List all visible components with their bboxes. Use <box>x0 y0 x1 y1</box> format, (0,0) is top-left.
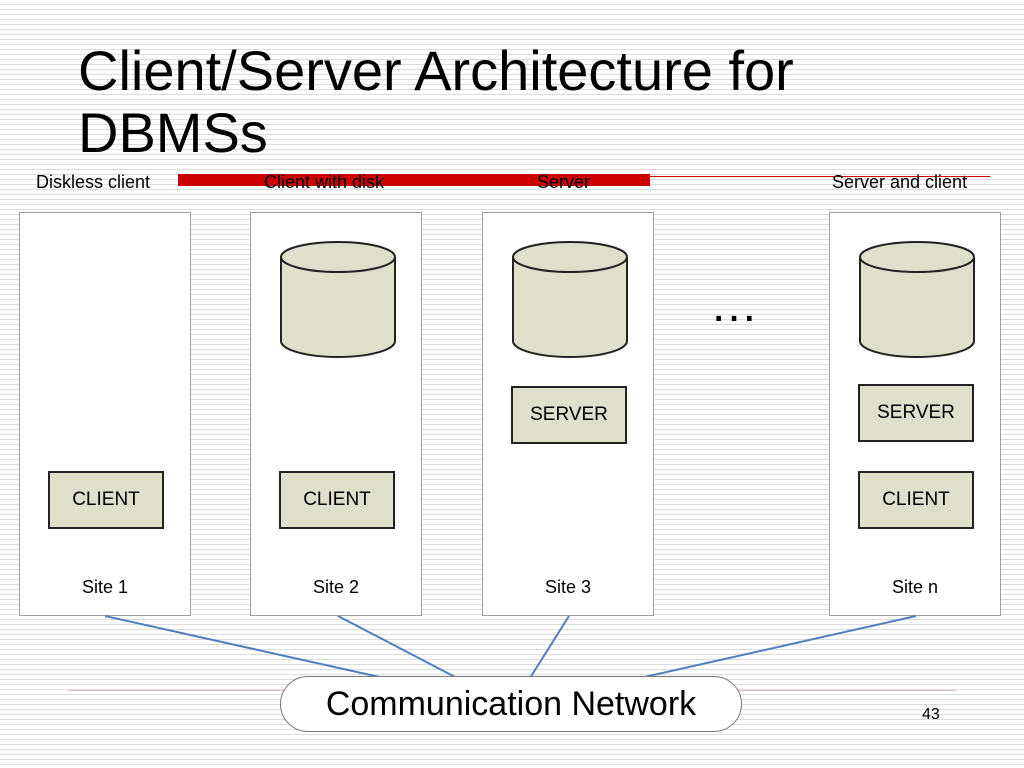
link-site-2 <box>337 615 458 679</box>
site-box-n: SERVER CLIENT Site n <box>829 212 1001 616</box>
database-disk-icon <box>280 241 396 358</box>
site-label: Site 3 <box>544 577 592 597</box>
link-site-n <box>639 615 917 679</box>
link-site-1 <box>104 615 385 679</box>
page-number: 43 <box>922 706 940 723</box>
client-module-box: CLIENT <box>279 471 395 529</box>
database-disk-icon <box>859 241 975 358</box>
database-disk-icon <box>512 241 628 358</box>
more-sites-ellipsis: ... <box>712 279 759 332</box>
site-box-1: CLIENT Site 1 <box>19 212 191 616</box>
title-underline-thin <box>650 176 990 177</box>
site-box-2: CLIENT Site 2 <box>250 212 422 616</box>
site-label: Site 1 <box>81 577 129 597</box>
column-label-client-with-disk: Client with disk <box>264 172 385 192</box>
site-label: Site n <box>891 577 939 597</box>
column-label-server-and-client: Server and client <box>832 172 968 192</box>
site-box-3: SERVER Site 3 <box>482 212 654 616</box>
site-label: Site 2 <box>312 577 360 597</box>
slide-title: Client/Server Architecture for DBMSs <box>78 39 794 164</box>
link-site-3 <box>529 615 570 679</box>
client-module-box: CLIENT <box>858 471 974 529</box>
column-label-server: Server <box>537 172 591 192</box>
title-underline-accent <box>178 174 650 186</box>
client-module-box: CLIENT <box>48 471 164 529</box>
server-module-box: SERVER <box>511 386 627 444</box>
server-module-box: SERVER <box>858 384 974 442</box>
column-label-diskless-client: Diskless client <box>36 172 151 192</box>
communication-network: Communication Network <box>280 676 742 732</box>
